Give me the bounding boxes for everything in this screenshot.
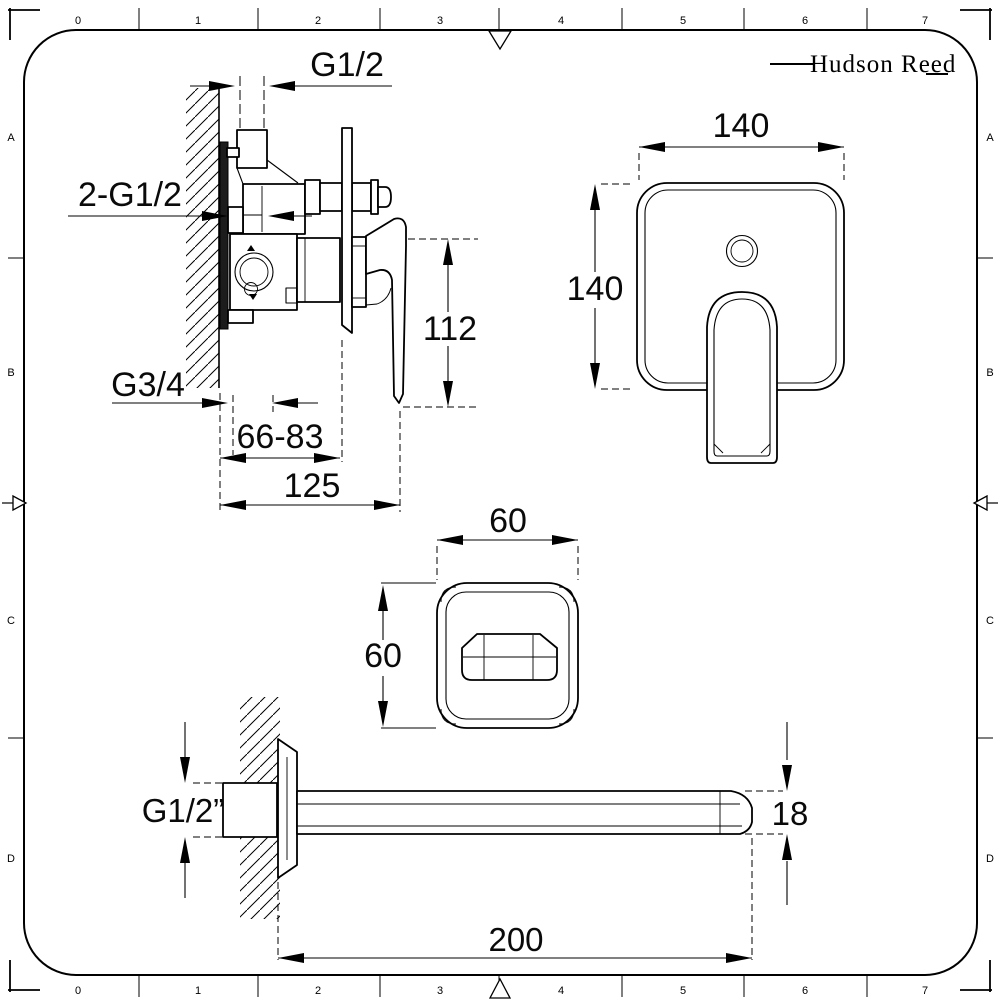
- bottom-center-mark-icon: [488, 977, 512, 999]
- left-zone-letter: B: [7, 367, 14, 379]
- dim-label-140-height: 140: [567, 270, 624, 308]
- top-ruler: 0 1 2 3 4 5 6 7: [75, 8, 928, 51]
- bottom-ruler-number: 3: [437, 985, 443, 997]
- dim-spout-height: 18: [745, 722, 808, 905]
- top-ruler-number: 7: [922, 15, 928, 27]
- top-ruler-number: 3: [437, 15, 443, 27]
- dim-label-60-height: 60: [364, 637, 402, 675]
- right-zone-letter: D: [986, 853, 994, 865]
- dim-label-g12-inch: G1/2”: [142, 792, 225, 829]
- dim-label-112: 112: [423, 310, 477, 348]
- spout-escutcheon: [436, 582, 579, 729]
- dim-label-18: 18: [772, 795, 809, 832]
- dim-label-60-width: 60: [489, 502, 527, 540]
- left-zone-letter: A: [7, 132, 15, 144]
- bottom-ruler-number: 7: [922, 985, 928, 997]
- dim-label-g34: G3/4: [111, 366, 185, 404]
- escutcheon-front-view: 60 60: [364, 502, 579, 729]
- dim-label-200: 200: [488, 921, 543, 958]
- dim-label-inlets: 2-G1/2: [78, 176, 182, 214]
- dim-inlets: 2-G1/2: [68, 176, 312, 221]
- outlet-pipe: [304, 179, 392, 215]
- valve-side-view: G1/2 2-G1/2 G3/4: [68, 46, 478, 512]
- spout-flange: [277, 738, 298, 879]
- right-zone-letter: C: [986, 615, 994, 627]
- dim-plate-width: 140: [638, 107, 845, 180]
- top-ruler-number: 4: [558, 15, 564, 27]
- bottom-ruler-number: 1: [195, 985, 201, 997]
- dim-top-outlet: G1/2: [190, 46, 392, 128]
- right-zone-letter: B: [986, 367, 993, 379]
- valve-handle: [351, 217, 407, 404]
- bottom-ruler: 0 1 2 3 4 5 6 7: [75, 975, 928, 999]
- top-ruler-number: 5: [680, 15, 686, 27]
- dim-spout-length: 200: [277, 838, 753, 963]
- bottom-ruler-number: 6: [802, 985, 808, 997]
- dim-inlet-thread: G1/2”: [142, 722, 225, 898]
- top-ruler-number: 6: [802, 15, 808, 27]
- top-ruler-number: 0: [75, 15, 81, 27]
- dim-label-125: 125: [284, 467, 341, 505]
- left-zone-letter: D: [7, 853, 15, 865]
- left-center-mark-icon: [12, 494, 28, 512]
- bottom-ruler-number: 4: [558, 985, 564, 997]
- lever-handle-front: [706, 291, 778, 464]
- bottom-ruler-number: 5: [680, 985, 686, 997]
- plate-front-view: 140 140: [567, 107, 845, 464]
- corner-marks: [8, 8, 992, 992]
- right-ruler: A B C D: [972, 132, 998, 865]
- plate-edge: [341, 127, 353, 334]
- left-zone-letter: C: [7, 615, 15, 627]
- dim-plate-height: 140: [567, 183, 634, 390]
- spout-arm: [296, 790, 753, 835]
- dim-label-g12-top: G1/2: [310, 46, 384, 84]
- brand-logo: Hudson Reed: [770, 51, 955, 78]
- right-center-mark-icon: [972, 494, 988, 512]
- sheet-frame: 0 1 2 3 4 5 6 7 0 1 2 3 4 5 6 7: [2, 8, 998, 999]
- valve-body: [226, 129, 341, 324]
- dim-escutcheon-height: 60: [364, 582, 436, 729]
- dim-label-140-width: 140: [713, 107, 770, 145]
- wall-hatch: [186, 88, 219, 388]
- dim-escutcheon-width: 60: [436, 502, 579, 580]
- left-ruler: A B C D: [2, 132, 28, 865]
- top-ruler-number: 2: [315, 15, 321, 27]
- bottom-ruler-number: 0: [75, 985, 81, 997]
- top-center-mark-icon: [487, 30, 513, 51]
- bottom-ruler-number: 2: [315, 985, 321, 997]
- dim-handle-height: 112: [403, 238, 478, 408]
- dim-depths: 66-83 125: [219, 340, 401, 512]
- dim-label-66-83: 66-83: [237, 418, 324, 456]
- right-zone-letter: A: [986, 132, 994, 144]
- spout-side-view: G1/2” 18 200: [142, 697, 808, 963]
- top-ruler-number: 1: [195, 15, 201, 27]
- dim-bottom-outlet: G3/4: [111, 366, 318, 408]
- spout-inlet-thread: [193, 782, 278, 838]
- mounting-bar: [219, 141, 229, 330]
